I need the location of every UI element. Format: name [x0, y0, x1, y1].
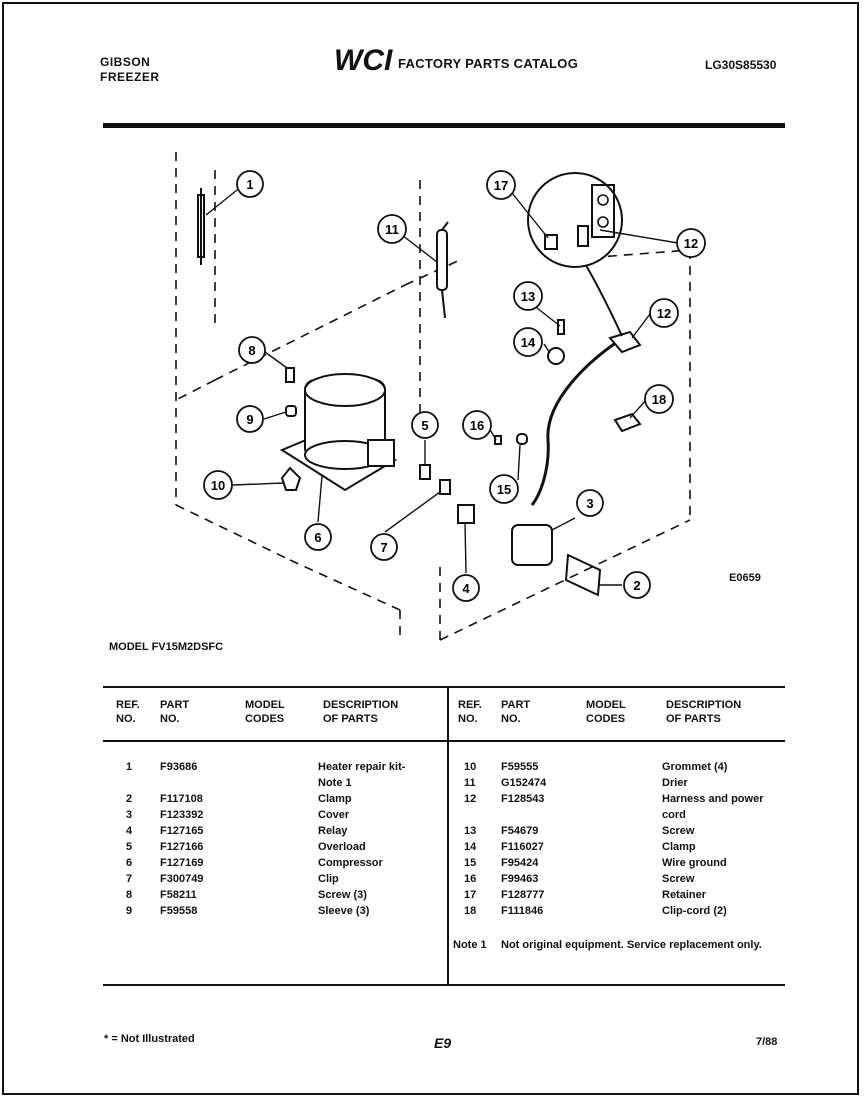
callout-14: 14	[513, 327, 543, 357]
callout-17: 17	[486, 170, 516, 200]
callout-1: 1	[236, 170, 264, 198]
callout-12a: 12	[676, 228, 706, 258]
svg-text:12: 12	[657, 306, 671, 321]
svg-text:4: 4	[462, 581, 470, 596]
callout-13: 13	[513, 281, 543, 311]
catalog-number: LG30S85530	[705, 58, 777, 72]
page-number: E9	[434, 1035, 452, 1051]
header-ref-right: REF.NO.	[458, 699, 482, 725]
table-column-divider	[447, 688, 449, 984]
callout-4: 4	[452, 574, 480, 602]
svg-text:6: 6	[314, 530, 321, 545]
callout-5: 5	[411, 411, 439, 439]
svg-text:11: 11	[385, 222, 399, 237]
cabinet-outline	[175, 152, 691, 641]
svg-text:5: 5	[421, 418, 428, 433]
callout-2: 2	[623, 571, 651, 599]
svg-text:10: 10	[211, 478, 225, 493]
svg-text:16: 16	[470, 418, 484, 433]
callout-12b: 12	[649, 298, 679, 328]
callout-15: 15	[489, 474, 519, 504]
table-bottom-rule	[103, 984, 785, 986]
table-top-rule	[103, 686, 785, 688]
svg-text:12: 12	[684, 236, 698, 251]
svg-text:8: 8	[248, 343, 255, 358]
callout-11: 11	[377, 214, 407, 244]
parts-diagram: 1 2 3 4 5 6 7 8 9 10 11 12 12 13 14 15 1…	[175, 152, 706, 641]
note-label: Note 1	[453, 939, 487, 951]
callout-3: 3	[576, 489, 604, 517]
logo-text: WCI	[334, 44, 393, 74]
callout-group: 1 2 3 4 5 6 7 8 9 10 11 12 12 13 14 15 1…	[203, 170, 706, 602]
callout-7: 7	[370, 533, 398, 561]
wci-logo: WCI	[334, 44, 393, 74]
header-divider	[103, 123, 785, 128]
brand-line-2: FREEZER	[100, 70, 160, 84]
callout-16: 16	[462, 410, 492, 440]
model-label: MODEL FV15M2DSFC	[109, 641, 224, 653]
note-text: Not original equipment. Service replacem…	[501, 939, 762, 951]
svg-text:18: 18	[652, 392, 666, 407]
svg-text:9: 9	[246, 412, 253, 427]
svg-text:2: 2	[633, 578, 640, 593]
brand-name: GIBSON FREEZER	[100, 55, 160, 85]
not-illustrated-note: * = Not Illustrated	[104, 1033, 195, 1045]
table-header-rule	[103, 740, 785, 742]
header-ref-left: REF.NO.	[116, 699, 140, 725]
callout-9: 9	[236, 405, 264, 433]
svg-text:7: 7	[380, 540, 387, 555]
svg-text:3: 3	[586, 496, 593, 511]
brand-line-1: GIBSON	[100, 55, 151, 69]
svg-text:14: 14	[521, 335, 536, 350]
svg-text:17: 17	[494, 178, 508, 193]
diagram-code: E0659	[729, 572, 761, 584]
svg-text:13: 13	[521, 289, 535, 304]
callout-10: 10	[203, 470, 233, 500]
revision-date: 7/88	[756, 1036, 778, 1048]
callout-8: 8	[238, 336, 266, 364]
callout-18: 18	[644, 384, 674, 414]
callout-6: 6	[304, 523, 332, 551]
svg-text:15: 15	[497, 482, 511, 497]
svg-text:1: 1	[246, 177, 253, 192]
catalog-title: FACTORY PARTS CATALOG	[398, 56, 579, 71]
